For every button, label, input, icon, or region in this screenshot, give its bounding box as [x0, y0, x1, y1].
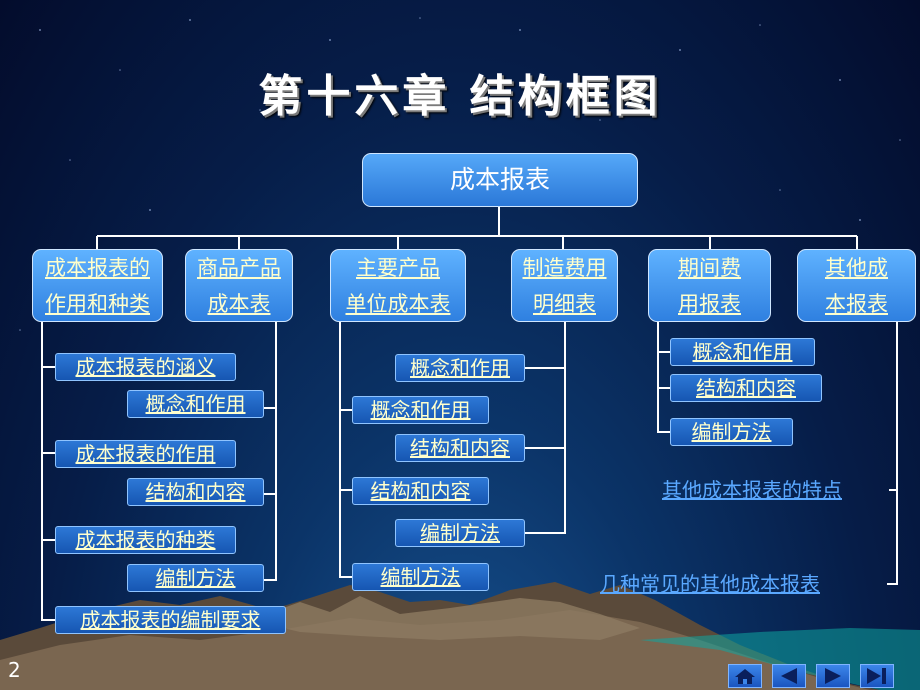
- home-icon: [735, 669, 755, 684]
- item-commodity-structure[interactable]: 结构和内容: [127, 478, 264, 506]
- item-mfg-structure[interactable]: 结构和内容: [395, 434, 525, 462]
- item-cost-report-types[interactable]: 成本报表的种类: [55, 526, 236, 554]
- page-title: 第十六章 结构框图: [258, 71, 662, 122]
- node-label-line2[interactable]: 单位成本表: [345, 291, 451, 316]
- item-mfg-concept-role[interactable]: 概念和作用: [395, 354, 525, 382]
- item-cost-report-meaning[interactable]: 成本报表的涵义: [55, 353, 236, 381]
- item-commodity-concept-role[interactable]: 概念和作用: [127, 390, 264, 418]
- node-label-line1[interactable]: 期间费: [678, 255, 741, 280]
- node-label-line2[interactable]: 明细表: [533, 291, 596, 316]
- node-label-line1[interactable]: 其他成: [825, 255, 888, 280]
- prev-icon: [781, 668, 797, 684]
- node-label-line1[interactable]: 成本报表的: [45, 255, 150, 280]
- item-cost-report-requirements[interactable]: 成本报表的编制要求: [55, 606, 286, 634]
- node-label-line1[interactable]: 主要产品: [356, 255, 440, 280]
- page-number: 2: [8, 658, 21, 682]
- node-other-cost-report[interactable]: 其他成 本报表: [797, 249, 916, 322]
- item-common-other-reports[interactable]: 几种常见的其他成本报表: [600, 572, 820, 596]
- last-icon: [867, 668, 886, 684]
- node-main-product-unit-cost[interactable]: 主要产品 单位成本表: [330, 249, 466, 322]
- node-label-line1[interactable]: 制造费用: [522, 255, 607, 280]
- node-label-line2[interactable]: 用报表: [678, 291, 741, 316]
- item-commodity-method[interactable]: 编制方法: [127, 564, 264, 592]
- last-button[interactable]: [860, 664, 894, 688]
- node-manufacturing-expense[interactable]: 制造费用 明细表: [511, 249, 618, 322]
- item-period-method[interactable]: 编制方法: [670, 418, 793, 446]
- node-label-line1[interactable]: 商品产品: [197, 255, 281, 280]
- next-button[interactable]: [816, 664, 850, 688]
- next-icon: [825, 668, 841, 684]
- item-unit-cost-structure[interactable]: 结构和内容: [352, 477, 489, 505]
- node-commodity-cost-table[interactable]: 商品产品 成本表: [185, 249, 293, 322]
- prev-button[interactable]: [772, 664, 806, 688]
- node-label-line2[interactable]: 作用和种类: [45, 291, 150, 316]
- root-node: 成本报表: [362, 153, 638, 207]
- item-unit-cost-method[interactable]: 编制方法: [352, 563, 489, 591]
- node-cost-report-role-types[interactable]: 成本报表的 作用和种类: [32, 249, 163, 322]
- item-other-report-features[interactable]: 其他成本报表的特点: [662, 478, 842, 502]
- item-mfg-method[interactable]: 编制方法: [395, 519, 525, 547]
- item-period-structure[interactable]: 结构和内容: [670, 374, 822, 402]
- node-label-line2[interactable]: 成本表: [207, 291, 271, 316]
- item-unit-cost-concept-role[interactable]: 概念和作用: [352, 396, 489, 424]
- item-period-concept-role[interactable]: 概念和作用: [670, 338, 815, 366]
- node-label-line2[interactable]: 本报表: [825, 291, 888, 316]
- root-label: 成本报表: [449, 165, 550, 194]
- node-period-expense-report[interactable]: 期间费 用报表: [648, 249, 771, 322]
- home-button[interactable]: [728, 664, 762, 688]
- item-cost-report-role[interactable]: 成本报表的作用: [55, 440, 236, 468]
